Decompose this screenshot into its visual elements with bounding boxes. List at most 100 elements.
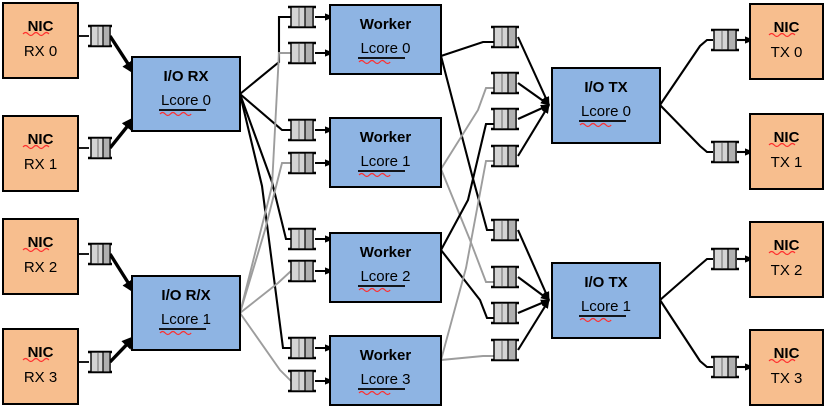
links-io-rx-1-fanout	[239, 52, 292, 382]
links-txring-to-io-tx	[517, 36, 551, 351]
nic-rx-3-title: NIC	[28, 344, 54, 361]
nic-rx-0-sub: RX 0	[24, 43, 57, 60]
link-txring0-to-iotx0	[517, 36, 550, 107]
ring-nic-rx-2	[88, 242, 112, 266]
nic-tx-2-title: NIC	[774, 237, 800, 254]
link-txring5-to-iotx1	[517, 276, 550, 301]
ring-tx-in-1	[491, 71, 519, 95]
links-ring-to-io-rx	[108, 35, 136, 364]
io-tx-1[interactable]: I/O TX Lcore 1	[551, 262, 661, 339]
io-rx-1-title: I/O R/X	[161, 287, 210, 304]
worker-0-sub: Lcore 0	[360, 40, 410, 57]
nic-tx-0-sub: TX 0	[771, 44, 803, 61]
link-iotx0-to-nicring0	[659, 38, 713, 106]
ring-worker-in-2	[288, 118, 316, 142]
nic-tx-0[interactable]: NIC TX 0	[749, 3, 824, 80]
nic-tx-3-sub: TX 3	[771, 370, 803, 387]
links-worker-1-fanout	[440, 87, 494, 283]
nic-tx-3[interactable]: NIC TX 3	[749, 329, 824, 406]
io-rx-1-sub: Lcore 1	[161, 311, 211, 328]
worker-1-sub: Lcore 1	[360, 153, 410, 170]
io-tx-0[interactable]: I/O TX Lcore 0	[551, 67, 661, 144]
nic-tx-3-title: NIC	[774, 345, 800, 362]
link-iotx1-to-nicring3	[659, 299, 713, 369]
link-txring7-to-iotx1	[517, 299, 550, 351]
ring-nic-tx-3	[711, 355, 739, 379]
nic-rx-1-title: NIC	[28, 131, 54, 148]
io-tx-1-title: I/O TX	[584, 274, 627, 291]
io-tx-0-title: I/O TX	[584, 79, 627, 96]
link-iorx1-to-wring7	[239, 312, 292, 382]
io-tx-0-sub: Lcore 0	[581, 103, 631, 120]
nic-rx-2-sub: RX 2	[24, 259, 57, 276]
nic-tx-0-title: NIC	[774, 19, 800, 36]
link-worker3-to-txring7	[440, 355, 494, 361]
io-tx-1-sub: Lcore 1	[581, 298, 631, 315]
spellcheck-squiggle	[22, 144, 50, 150]
link-ring2-to-iorx1	[108, 253, 136, 294]
nic-tx-1-title: NIC	[774, 129, 800, 146]
nic-rx-2-title: NIC	[28, 234, 54, 251]
ring-worker-in-5	[288, 259, 316, 283]
nic-rx-1-sub: RX 1	[24, 156, 57, 173]
nic-tx-2-sub: TX 2	[771, 262, 803, 279]
link-worker2-to-txring2	[440, 122, 494, 251]
nic-rx-0[interactable]: NIC RX 0	[2, 2, 79, 79]
link-worker0-to-txring0	[440, 40, 494, 57]
spellcheck-squiggle	[579, 317, 612, 323]
link-iotx0-to-nicring1	[659, 104, 713, 154]
ring-tx-in-4	[491, 218, 519, 242]
ring-worker-in-3	[288, 151, 316, 175]
ring-nic-rx-1	[88, 136, 112, 160]
ring-tx-in-2	[491, 107, 519, 131]
ring-tx-in-3	[491, 144, 519, 168]
links-worker-0-fanout	[439, 40, 494, 232]
link-txring4-to-iotx1	[517, 229, 550, 302]
worker-1[interactable]: Worker Lcore 1	[329, 117, 442, 188]
links-io-rx-0-fanout	[238, 15, 291, 350]
links-worker-2-fanout	[440, 122, 494, 320]
spellcheck-squiggle	[358, 287, 391, 293]
spellcheck-squiggle	[768, 142, 796, 148]
io-rx-1[interactable]: I/O R/X Lcore 1	[131, 275, 241, 351]
ring-nic-tx-2	[711, 247, 739, 271]
ring-tx-in-5	[491, 265, 519, 289]
link-iorx0-to-wring6	[238, 93, 291, 350]
spellcheck-squiggle	[768, 250, 796, 256]
nic-tx-2[interactable]: NIC TX 2	[749, 221, 824, 298]
spellcheck-squiggle	[22, 357, 50, 363]
link-worker1-to-txring5	[440, 168, 494, 283]
link-worker2-to-txring6	[440, 249, 494, 320]
link-iorx1-to-wring5	[239, 270, 292, 314]
spellcheck-squiggle	[579, 122, 612, 128]
link-worker1-to-txring1	[440, 87, 494, 170]
worker-3[interactable]: Worker Lcore 3	[329, 335, 442, 406]
ring-worker-in-6	[288, 336, 316, 360]
link-worker0-to-txring4	[439, 55, 494, 232]
spellcheck-squiggle	[159, 330, 192, 336]
io-rx-0-sub: Lcore 0	[161, 92, 211, 109]
ring-worker-in-0	[288, 5, 316, 29]
worker-0-title: Worker	[360, 16, 412, 33]
ring-nic-rx-3	[88, 350, 112, 374]
link-iorx1-to-wring1	[239, 52, 291, 314]
worker-0[interactable]: Worker Lcore 0	[329, 4, 442, 75]
spellcheck-squiggle	[22, 247, 50, 253]
io-rx-0[interactable]: I/O RX Lcore 0	[131, 56, 241, 132]
worker-2[interactable]: Worker Lcore 2	[329, 232, 442, 303]
nic-tx-1[interactable]: NIC TX 1	[749, 113, 824, 190]
link-worker3-to-txring3	[440, 160, 494, 361]
link-txring3-to-iotx0	[517, 104, 550, 157]
worker-2-sub: Lcore 2	[360, 268, 410, 285]
ring-nic-tx-1	[711, 140, 739, 164]
ring-tx-in-0	[491, 25, 519, 49]
nic-rx-3[interactable]: NIC RX 3	[2, 328, 79, 405]
worker-3-title: Worker	[360, 347, 412, 364]
links-nic-rx-to-ring	[78, 35, 89, 363]
nic-rx-1[interactable]: NIC RX 1	[2, 115, 79, 192]
nic-rx-2[interactable]: NIC RX 2	[2, 218, 79, 295]
worker-1-title: Worker	[360, 129, 412, 146]
link-iotx1-to-nicring2	[659, 257, 713, 301]
